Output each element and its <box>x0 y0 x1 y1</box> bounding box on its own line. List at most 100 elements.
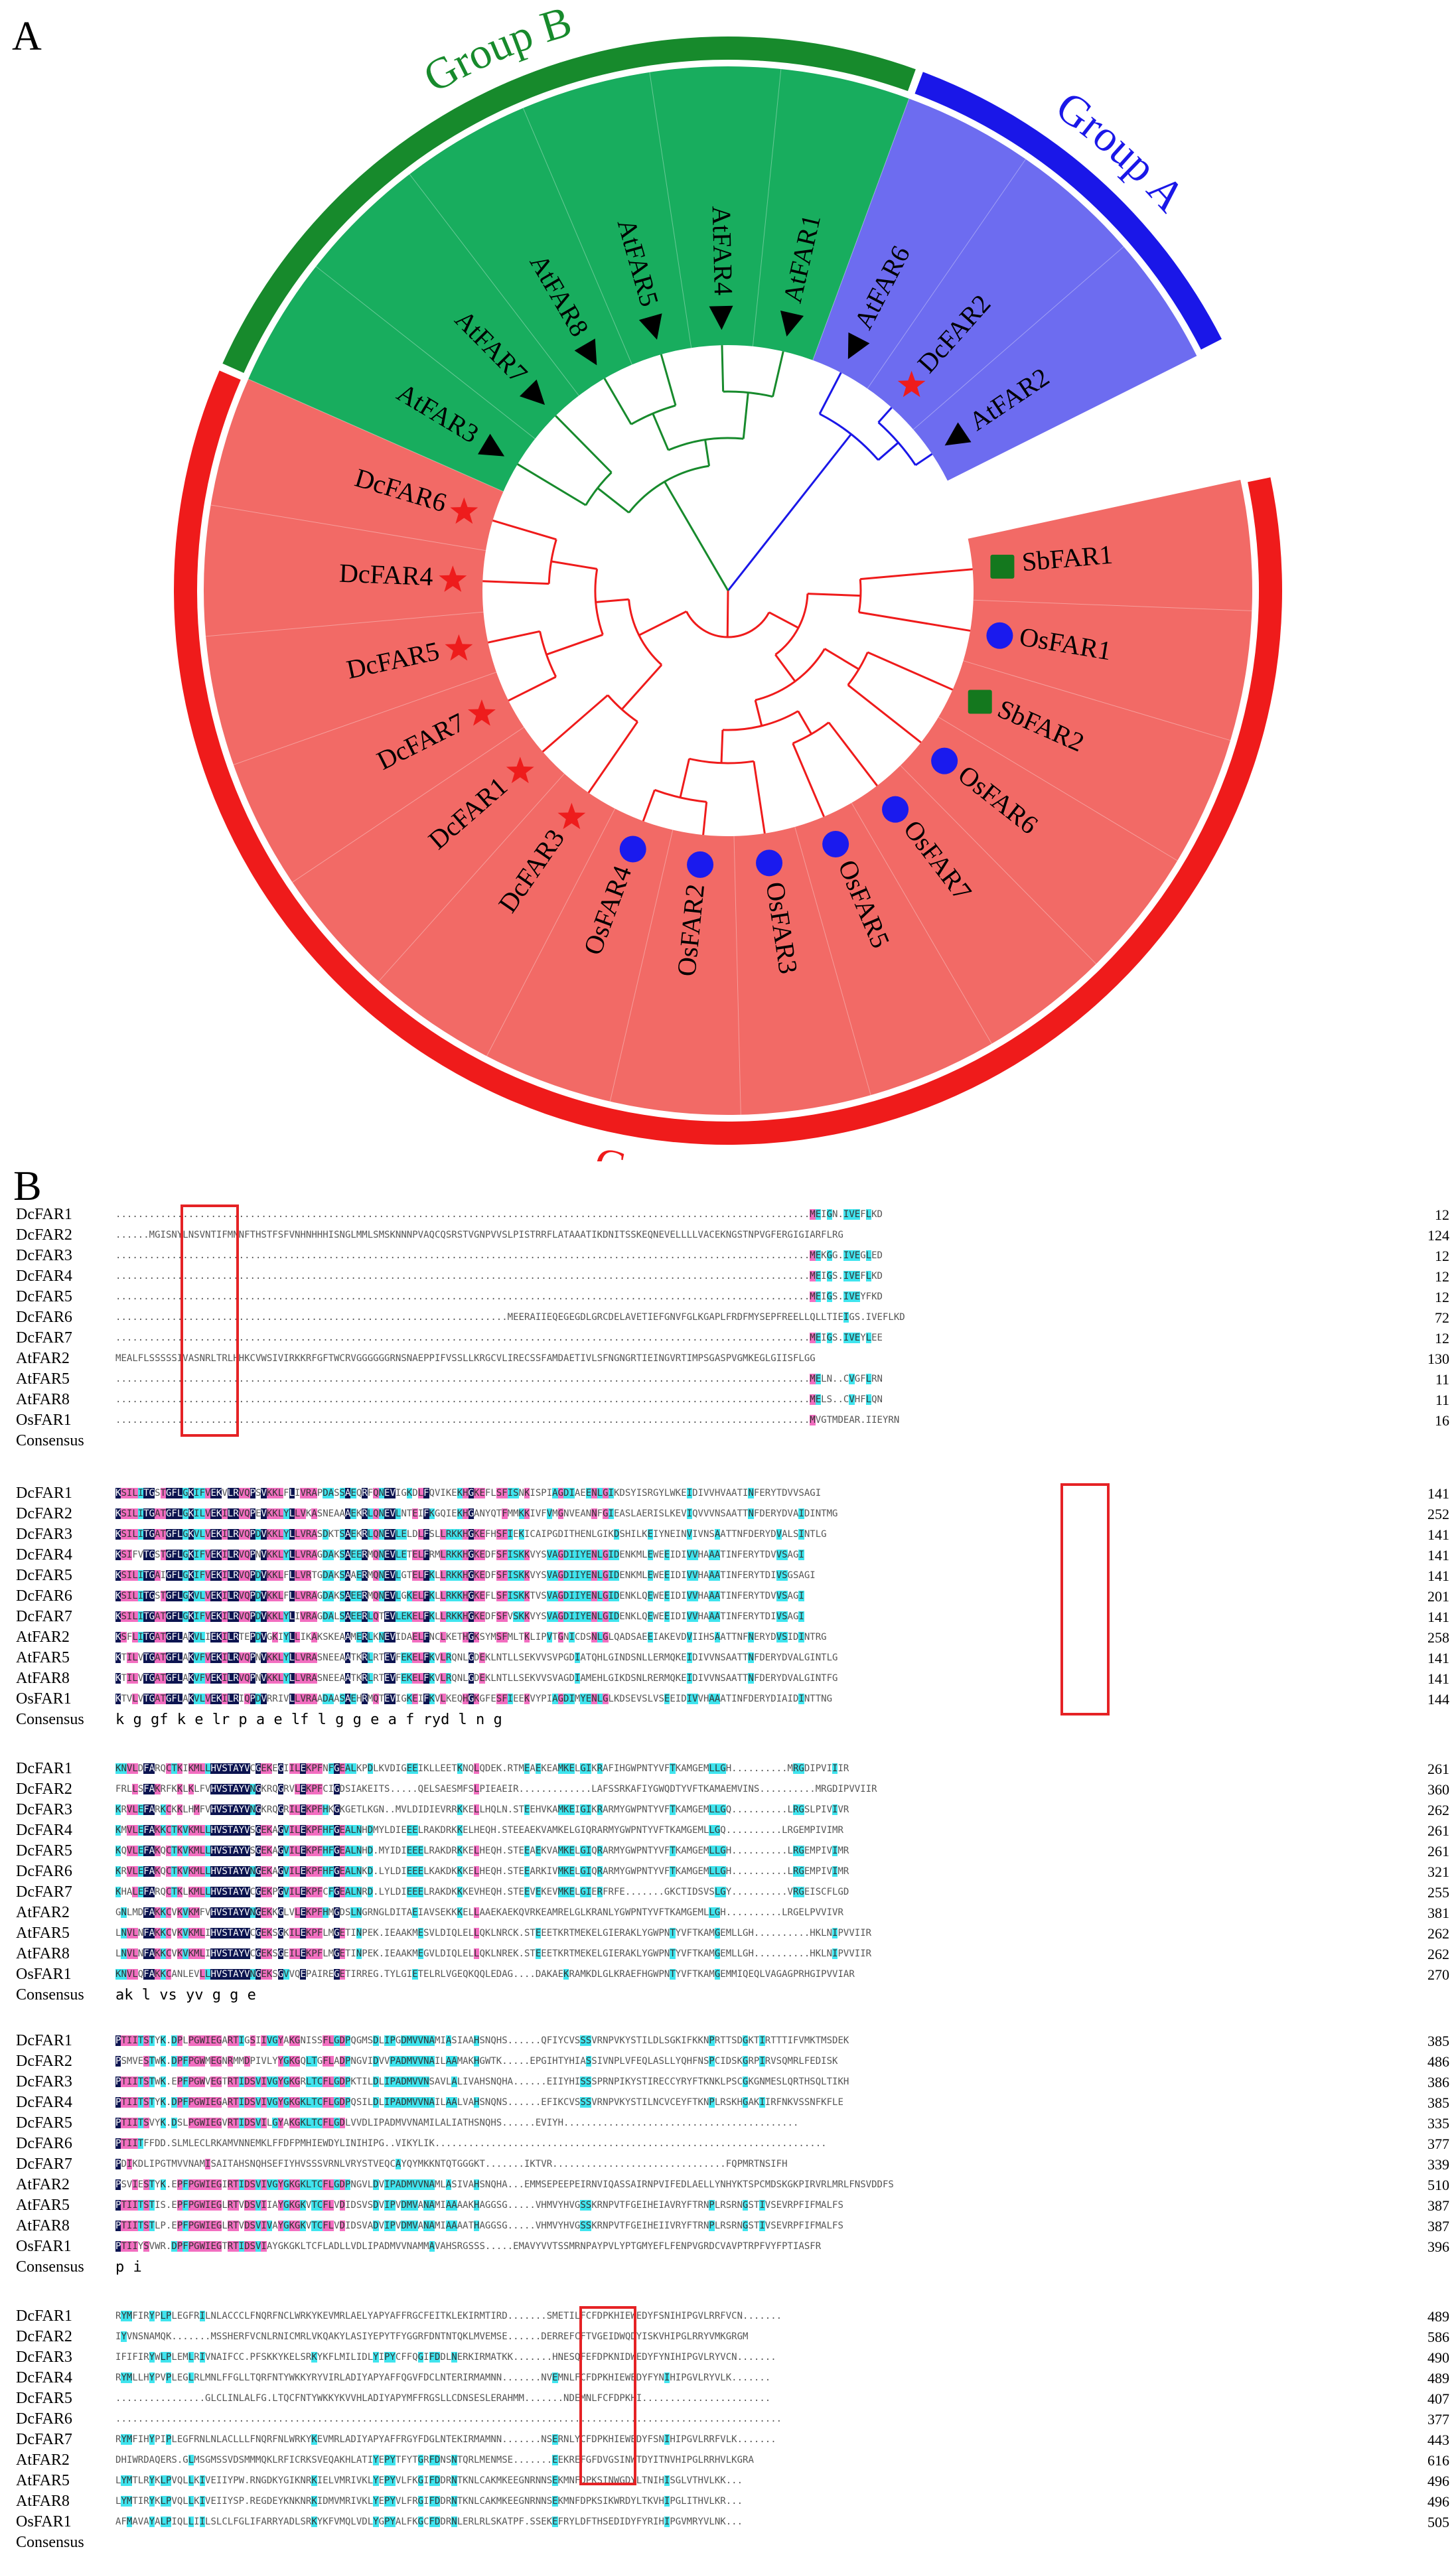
tree-branch <box>768 611 799 629</box>
tree-branch <box>517 463 587 506</box>
tree-branch <box>828 721 878 786</box>
alignment-row: DcFAR1..................................… <box>16 1204 1449 1225</box>
residue-position: 261 <box>1427 1822 1449 1839</box>
sector-divider <box>233 672 497 765</box>
tree-branch <box>551 560 597 570</box>
circle-marker <box>756 849 783 877</box>
triangle-marker <box>944 422 972 446</box>
residue-position: 261 <box>1427 1843 1449 1860</box>
residue-position: 141 <box>1427 1526 1449 1543</box>
tree-arc <box>654 788 707 803</box>
sector-divider <box>486 808 616 1057</box>
alignment-block: DcFAR1..................................… <box>16 1204 1449 1451</box>
sequence-residues: KTVLVTGATGFLAKVLVEKILRIQPDVRRIVLLVRAADAA… <box>115 1694 832 1704</box>
sector-divider <box>315 266 536 439</box>
sequence-name: DcFAR4 <box>16 1822 72 1839</box>
tree-branch <box>542 694 609 753</box>
triangle-marker <box>574 338 597 366</box>
sequence-residues: KNVLDFARQCTKIKMLLHVSTAYVCGEKEGIILEKPFNFG… <box>115 1763 849 1774</box>
ring-group-b <box>222 36 916 374</box>
sequence-name: DcFAR6 <box>16 1309 72 1326</box>
sequence-residues: AFMAVAYALPIQLLIILSLCLFGLIFARRYADLSRKYKFV… <box>115 2517 743 2527</box>
sector-divider <box>867 159 1027 389</box>
tree-branch <box>860 568 973 581</box>
alignment-row: DcFAR5..................................… <box>16 1287 1449 1307</box>
group-rings <box>173 36 1283 1145</box>
tree-branch <box>587 721 638 794</box>
consensus-label: Consensus <box>16 1711 84 1728</box>
sequence-residues: LYMTIRYKLPVQLLKIVEIIYSP.REGDEYKNKNRKIDMV… <box>115 2496 743 2507</box>
residue-position: 385 <box>1427 2033 1449 2049</box>
sequence-name: DcFAR7 <box>16 1608 72 1625</box>
residue-position: 496 <box>1427 2493 1449 2510</box>
star-marker <box>897 370 926 398</box>
sector-divider <box>205 611 484 637</box>
residue-position: 16 <box>1435 1412 1449 1429</box>
tree-arc <box>686 611 770 638</box>
consensus-row: Consensus <box>16 2532 1449 2553</box>
sequence-name: AtFAR8 <box>16 1391 70 1408</box>
tree-branch <box>877 441 899 461</box>
square-marker <box>968 690 992 714</box>
motif-highlight-box <box>579 2306 636 2485</box>
tree-arc <box>774 593 809 656</box>
sequence-residues: KSFLITGATGFLAKVLIEKILRTEPDVGKIYLLIKAKSKE… <box>115 1632 827 1642</box>
consensus-label: Consensus <box>16 2258 84 2276</box>
residue-position: 12 <box>1435 1289 1449 1305</box>
sequence-name: DcFAR2 <box>16 2328 72 2345</box>
residue-position: 385 <box>1427 2094 1449 2111</box>
sequence-residues: ........................................… <box>115 1250 883 1261</box>
residue-position: 339 <box>1427 2156 1449 2173</box>
leaf-label: DcFAR4 <box>338 558 433 591</box>
sequence-residues: PTIITSTIS.EPFPGWIEGLRTVDSVIIAYGKGKVTCFLV… <box>115 2200 843 2211</box>
residue-position: 12 <box>1435 1268 1449 1285</box>
residue-position: 321 <box>1427 1863 1449 1880</box>
tree-branch <box>720 729 724 763</box>
sector-group-c <box>203 379 1252 1116</box>
star-marker <box>450 497 478 524</box>
sequence-name: AtFAR2 <box>16 2176 70 2193</box>
panel-a-letter: A <box>12 14 42 59</box>
residue-position: 141 <box>1427 1650 1449 1666</box>
sequence-residues: KNVLQFAKKCANLEVLLHVSTAYVNGEKSGVVQEPAIREG… <box>115 1969 855 1980</box>
sequence-residues: KSILITGATGFLGKILVEKILRVQPEVKKLYLLVKASNEA… <box>115 1508 838 1519</box>
residue-position: 505 <box>1427 2514 1449 2530</box>
residue-position: 510 <box>1427 2177 1449 2193</box>
consensus-label: Consensus <box>16 1986 84 2004</box>
tree-arc <box>723 390 773 398</box>
sequence-residues: ......MGISNYLNSVNTIFMNNFTHSTFSFVNHNHHHIS… <box>115 1230 843 1240</box>
sequence-name: DcFAR3 <box>16 1801 72 1818</box>
tree-arc <box>594 569 604 635</box>
sector-group-b <box>248 66 909 492</box>
sequence-name: DcFAR3 <box>16 2073 72 2090</box>
tree-branch <box>482 580 549 585</box>
sequence-residues: ........................................… <box>115 1271 883 1281</box>
tree-branch <box>492 519 557 541</box>
residue-position: 12 <box>1435 1330 1449 1347</box>
consensus-sequence <box>115 1433 1410 1449</box>
tree-branch <box>867 651 954 691</box>
residue-position: 262 <box>1427 1946 1449 1962</box>
sequence-name: DcFAR7 <box>16 1329 72 1347</box>
sequence-residues: IFIFIRYWLPLEMLRIVNAIFCC.PFSKKYKELSRKYKFL… <box>115 2352 776 2363</box>
sequence-residues: KTILVTGATGFLAKVFVEKILRVQPNVKKLYLLVRASNEE… <box>115 1652 838 1663</box>
sequence-residues: PTIITSTWK.EPFPGWVEGTRTIDSVIVGYGKGRLTCFLG… <box>115 2077 849 2087</box>
tree-branch <box>704 439 711 467</box>
sequence-residues: ........................................… <box>115 1209 883 1220</box>
tree-branch <box>597 487 630 514</box>
sequence-name: DcFAR2 <box>16 2053 72 2070</box>
tree-arc <box>539 630 557 678</box>
tree-branch <box>620 664 663 710</box>
residue-position: 141 <box>1427 1568 1449 1584</box>
